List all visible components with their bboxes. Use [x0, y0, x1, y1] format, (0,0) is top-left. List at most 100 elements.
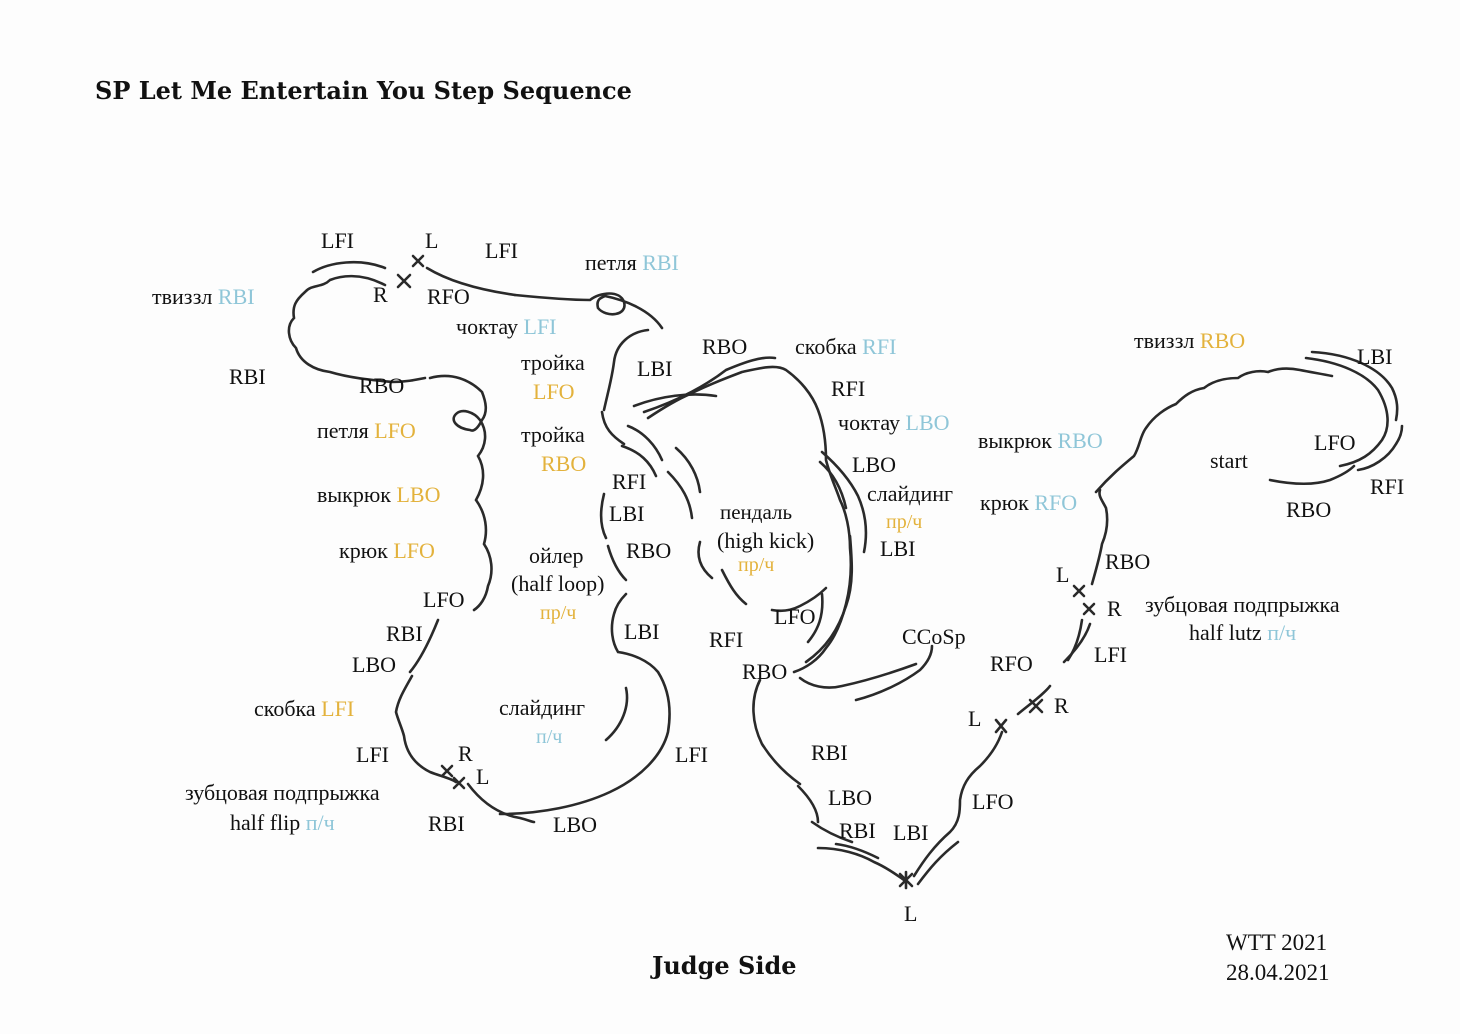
label-l: L	[425, 228, 439, 253]
label-r: R	[1054, 693, 1069, 718]
trace-choctaw2	[818, 460, 848, 510]
label-lfo: LFO	[423, 587, 465, 612]
label-kick-en: (high kick)	[717, 528, 815, 553]
label-start: start	[1210, 448, 1248, 473]
label-lbo: LBO	[553, 812, 597, 837]
label-rfi: RFI	[612, 469, 647, 494]
label-lfi: LFI	[485, 238, 518, 263]
label-lbi: LBI	[893, 820, 929, 845]
trace-lbo-bottom	[498, 592, 671, 816]
label-l: L	[968, 706, 982, 731]
cross-left-r	[440, 764, 454, 778]
label-r: R	[373, 282, 388, 307]
label-hop-1-en: half flip п/ч	[230, 810, 335, 835]
trace-rbo-c	[798, 662, 918, 689]
label-lfo: LFO	[972, 789, 1014, 814]
cross-bottom	[898, 870, 914, 890]
label-troika-2-edge: RBO	[541, 451, 587, 476]
label-petlya-1: петля RBI	[585, 250, 679, 275]
label-lfo: LFO	[774, 604, 816, 629]
label-bracket-1: скобка RFI	[795, 334, 897, 359]
trace-kick-loop	[720, 568, 748, 606]
trace-lfo-up2	[916, 840, 960, 886]
trace-choctaw	[602, 328, 650, 412]
trace-rfi-dash2	[666, 470, 694, 520]
label-ccosp: CCoSp	[902, 624, 966, 649]
label-rbo: RBO	[359, 373, 405, 398]
label-troika-2: тройка	[521, 422, 585, 447]
label-rbo: RBO	[702, 334, 748, 359]
label-r: R	[458, 741, 473, 766]
trace-lbo-skobka	[394, 674, 458, 784]
cross-top-l	[411, 254, 425, 268]
label-choctaw-1: чоктау LFI	[456, 314, 557, 339]
cross-right-r	[1082, 602, 1096, 616]
date-label: 28.04.2021	[1226, 960, 1330, 985]
label-rbo: RBO	[742, 659, 788, 684]
label-sliding-2-dir: п/ч	[536, 726, 563, 748]
label-rbo: RBO	[626, 538, 672, 563]
label-hop-1: зубцовая подпрыжка	[185, 780, 380, 805]
label-l: L	[476, 764, 490, 789]
label-rbo: RBO	[1105, 549, 1151, 574]
trace-rbo-left	[428, 374, 493, 612]
label-rbi: RBI	[386, 621, 423, 646]
trace-troika	[600, 410, 626, 446]
label-kick-dir: пр/ч	[738, 554, 775, 576]
trace-rfi-r	[1356, 424, 1404, 472]
label-rocker-1: выкрюк LBO	[317, 482, 441, 507]
label-rbi: RBI	[839, 818, 876, 843]
label-lfo: LFO	[1314, 430, 1356, 455]
trace-lfo-c2	[806, 592, 824, 644]
label-lbi: LBI	[609, 501, 645, 526]
trace-rbo-r	[1268, 464, 1356, 486]
label-lfi: LFI	[1094, 642, 1127, 667]
label-rbi: RBI	[428, 811, 465, 836]
trace-lfi-top	[311, 260, 387, 274]
label-rbi: RBI	[229, 364, 266, 389]
trace-kick-left	[697, 540, 714, 580]
label-euler: ойлер	[529, 543, 584, 568]
label-l: L	[1056, 562, 1070, 587]
trace-half-flip	[466, 782, 536, 824]
label-rocker-2: выкрюк RBO	[978, 428, 1103, 453]
label-troika-1: тройка	[521, 350, 585, 375]
trace-rbi-down	[796, 784, 820, 824]
label-rfo: RFO	[990, 651, 1033, 676]
label-l: L	[904, 901, 918, 926]
label-troika-1-edge: LFO	[533, 379, 575, 404]
cross-mid-l	[994, 718, 1008, 734]
cross-right-l	[1072, 584, 1086, 598]
label-rfo: RFO	[427, 284, 470, 309]
trace-rfo-r	[1016, 684, 1052, 716]
trace-petlya-rbi	[513, 292, 664, 330]
label-rfi: RFI	[709, 627, 744, 652]
label-rfi: RFI	[1370, 474, 1405, 499]
trace-rfi-arc	[626, 424, 664, 462]
trace-lfi-r	[1062, 622, 1092, 664]
trace-lbi-r2	[1310, 350, 1399, 422]
trace-lfo-up	[912, 730, 1004, 878]
label-rbi: RBI	[811, 740, 848, 765]
trace-lfo-down	[408, 618, 440, 674]
label-counter-1: крюк LFO	[339, 538, 435, 563]
trace-lbi-r	[1304, 356, 1389, 468]
trace-lbi-mid	[632, 393, 718, 408]
label-hop-2: зубцовая подпрыжка	[1145, 592, 1340, 617]
label-petlya-2: петля LFO	[317, 418, 416, 443]
label-lbo: LBO	[852, 452, 896, 477]
trace-lbo-r	[820, 450, 868, 554]
label-rbo: RBO	[1286, 497, 1332, 522]
trace-rbo-r4	[1066, 618, 1084, 662]
label-hop-2-en: half lutz п/ч	[1189, 620, 1297, 645]
label-twizzle-2: твиззл RBO	[1134, 328, 1246, 353]
label-lbi: LBI	[880, 536, 916, 561]
author-signature: WTT 2021	[1226, 930, 1328, 955]
label-lfi: LFI	[356, 742, 389, 767]
trace-twizzle-left	[287, 274, 427, 384]
label-bracket-2: скобка LFI	[254, 696, 355, 721]
trace-rbo-r3	[1090, 488, 1109, 586]
trace-sliding-pch	[604, 686, 629, 742]
